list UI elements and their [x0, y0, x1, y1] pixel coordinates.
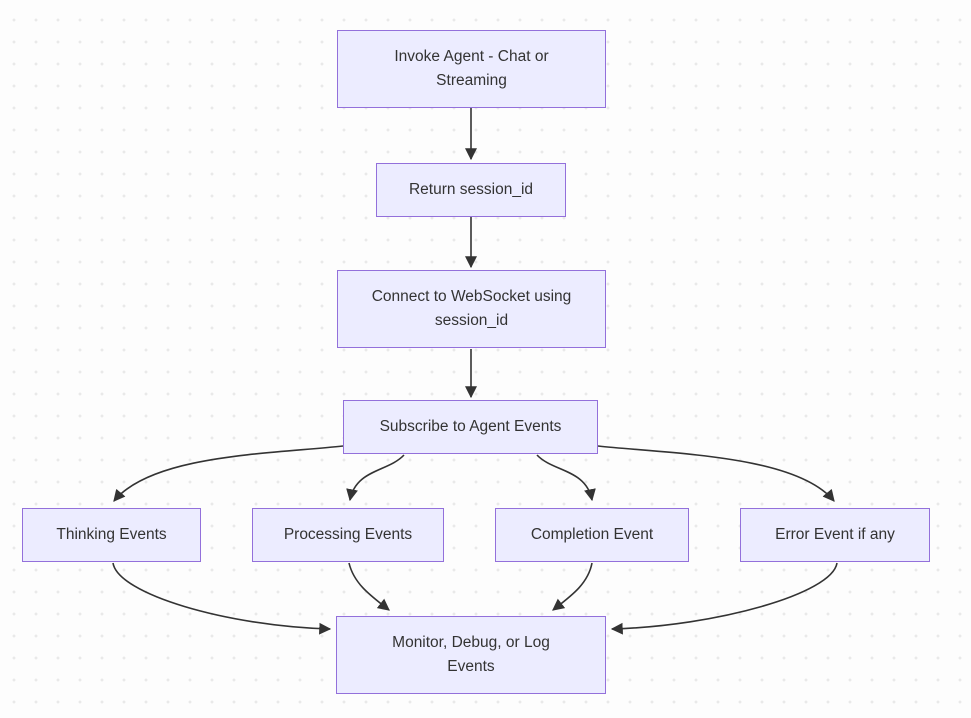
node-monitor-debug-log: Monitor, Debug, or Log Events	[336, 616, 606, 694]
node-return-session-id: Return session_id	[376, 163, 566, 217]
edge-processing-monitor	[348, 562, 390, 611]
edge-error-monitor	[610, 562, 838, 635]
node-error-event: Error Event if any	[740, 508, 930, 562]
node-connect-websocket: Connect to WebSocket using session_id	[337, 270, 606, 348]
node-subscribe-events: Subscribe to Agent Events	[343, 400, 598, 454]
edge-thinking-monitor	[112, 562, 332, 635]
node-invoke-agent-label: Invoke Agent - Chat or Streaming	[394, 48, 549, 89]
node-subscribe-events-label: Subscribe to Agent Events	[379, 418, 562, 435]
node-completion-event: Completion Event	[495, 508, 689, 562]
node-thinking-events: Thinking Events	[22, 508, 201, 562]
node-monitor-debug-log-label: Monitor, Debug, or Log Events	[392, 634, 550, 675]
edge-subscribe-error	[597, 445, 835, 502]
node-thinking-events-label: Thinking Events	[56, 526, 167, 543]
edge-subscribe-completion	[536, 454, 596, 502]
node-invoke-agent: Invoke Agent - Chat or Streaming	[337, 30, 606, 108]
node-return-session-id-label: Return session_id	[408, 181, 534, 198]
node-processing-events-label: Processing Events	[283, 526, 413, 543]
edge-completion-monitor	[552, 562, 593, 611]
node-error-event-label: Error Event if any	[775, 526, 895, 543]
edge-subscribe-processing	[346, 454, 405, 502]
node-processing-events: Processing Events	[252, 508, 444, 562]
node-connect-websocket-label: Connect to WebSocket using session_id	[371, 288, 572, 329]
node-completion-event-label: Completion Event	[530, 526, 654, 543]
edge-subscribe-thinking	[113, 445, 344, 502]
